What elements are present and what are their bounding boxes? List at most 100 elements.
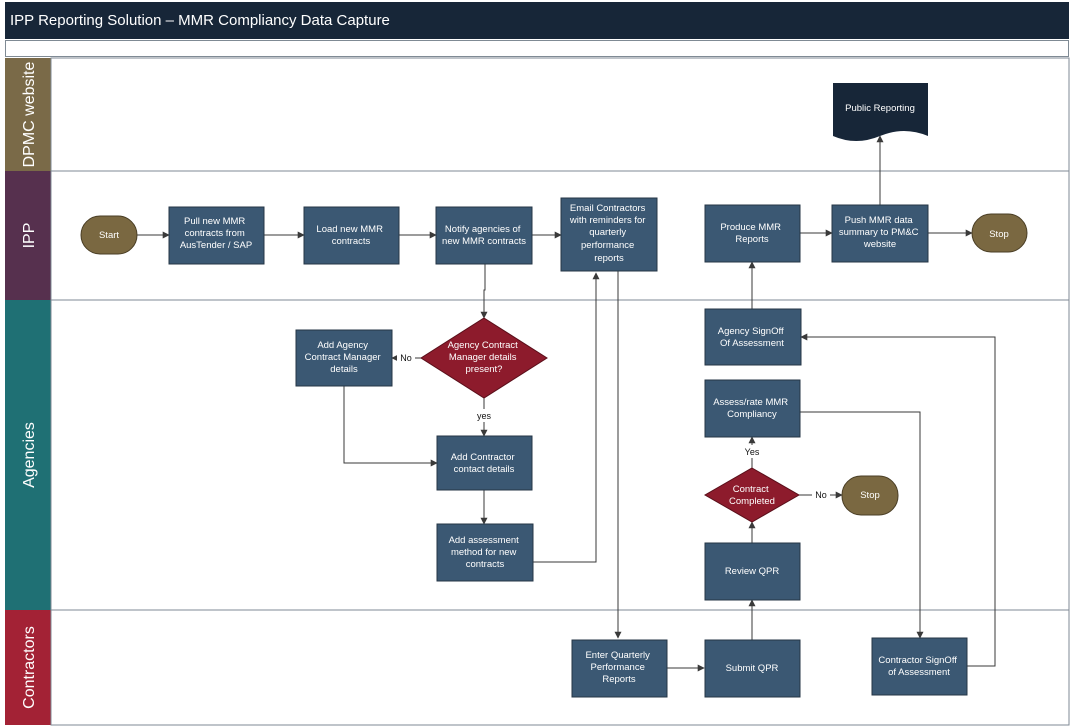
push-label-line: summary to PM&C (839, 227, 919, 238)
assess-process (704, 379, 801, 438)
manager-decision-label-line: Agency Contract (448, 340, 519, 351)
manager-decision-label: Agency Contract Manager details present? (448, 340, 521, 375)
pull-label-line: contracts from (185, 228, 245, 239)
node-labels: Start Pull new MMR contracts from AusTen… (99, 103, 1009, 685)
lane-label-dpmc: DPMC website (21, 62, 38, 168)
add-contractor-label-line: contact details (454, 464, 515, 475)
lane-body-agencies (50, 299, 1070, 611)
add-contractor-label: Add Contractor contact details (451, 452, 518, 475)
produce-label: Produce MMR Reports (720, 222, 783, 245)
add-manager-process (295, 329, 393, 387)
produce-label-line: Produce MMR (720, 222, 781, 233)
stop-agencies-label: Stop (860, 490, 880, 501)
notify-label-line: Notify agencies of (445, 224, 521, 235)
start-label: Start (99, 230, 119, 241)
add-manager-label-line: Add Agency (317, 340, 368, 351)
yes-completed-label-bg (742, 445, 762, 458)
add-assessment-process (436, 523, 534, 582)
agency-signoff-label-line: Of Assessment (720, 338, 784, 349)
lane-contractors: Contractors (5, 609, 1070, 726)
email-label-line: Email Contractors (570, 203, 646, 214)
assess-label-line: Compliancy (727, 409, 777, 420)
completed-decision-label-line: Contract (733, 484, 769, 495)
agency-signoff-label-line: Agency SignOff (718, 326, 784, 337)
manager-decision-label-line: Manager details (449, 352, 517, 363)
stop-ipp-terminator (971, 213, 1028, 253)
lane-header-ipp (5, 171, 51, 300)
stop-agencies-label-line: Stop (860, 490, 880, 501)
stop-ipp-label-line: Stop (989, 229, 1009, 240)
load-label-line: Load new MMR (316, 224, 383, 235)
connector-contractor-signoff-to-agency-signoff (800, 333, 996, 667)
add-assessment-label-line: Add assessment (449, 535, 520, 546)
stop-agencies-terminator (841, 475, 899, 516)
title-bar: IPP Reporting Solution – MMR Compliancy … (5, 2, 1069, 39)
notify-label-line: new MMR contracts (442, 236, 526, 247)
submit-label: Submit QPR (726, 663, 779, 674)
enter-label-line: Reports (602, 674, 636, 685)
flow-label-no-completed: No (815, 490, 827, 500)
enter-label: Enter Quarterly Performance Reports (585, 650, 652, 685)
pull-label-line: Pull new MMR (184, 216, 245, 227)
add-assessment-label-line: method for new (451, 547, 517, 558)
yes-label-bg (474, 409, 494, 422)
no-label-bg (397, 351, 415, 364)
agency-signoff-label: Agency SignOff Of Assessment (718, 326, 786, 349)
add-manager-label-line: Contract Manager (305, 352, 381, 363)
pull-label-line: AusTender / SAP (180, 240, 252, 251)
enter-label-line: Enter Quarterly (585, 650, 650, 661)
email-label-line: quarterly (589, 227, 626, 238)
pull-label: Pull new MMR contracts from AusTender / … (180, 216, 252, 251)
title-sub-bar (5, 40, 1069, 57)
email-label-line: reports (594, 253, 624, 264)
lane-header-contractors (5, 610, 51, 725)
email-process (560, 197, 658, 272)
enter-process (571, 639, 668, 698)
public-reporting-label-line: Public Reporting (845, 103, 915, 114)
add-assessment-label: Add assessment method for new contracts (449, 535, 522, 570)
load-label-line: contracts (332, 236, 371, 247)
contractor-signoff-process (871, 637, 968, 696)
start-terminator (80, 215, 138, 255)
load-label: Load new MMR contracts (316, 224, 385, 247)
manager-decision-label-line: present? (466, 364, 503, 375)
connectors (137, 135, 996, 672)
review-label: Review QPR (725, 566, 780, 577)
add-assessment-label-line: contracts (466, 559, 505, 570)
connector-add-manager-to-add-contractor (343, 386, 438, 467)
connector-notify-to-decision (480, 264, 488, 319)
add-manager-label: Add Agency Contract Manager details (305, 340, 384, 375)
lane-agencies: Agencies (5, 299, 1070, 611)
contractor-signoff-label-line: Contractor SignOff (878, 655, 957, 666)
push-label: Push MMR data summary to PM&C website (839, 215, 921, 250)
node-shapes (80, 83, 1028, 698)
assess-label: Assess/rate MMR Compliancy (713, 397, 791, 420)
completed-decision-diamond (703, 467, 801, 523)
start-label-line: Start (99, 230, 119, 241)
lane-label-contractors: Contractors (21, 626, 38, 709)
public-reporting-label: Public Reporting (845, 103, 915, 114)
push-label-line: website (863, 239, 896, 250)
notify-label: Notify agencies of new MMR contracts (442, 224, 526, 247)
pull-process (168, 206, 265, 265)
add-contractor-process (436, 435, 533, 491)
add-manager-label-line: details (330, 364, 358, 375)
review-label-line: Review QPR (725, 566, 780, 577)
lane-label-ipp: IPP (21, 223, 38, 249)
flow-label-yes-completed: Yes (745, 447, 760, 457)
enter-label-line: Performance (590, 662, 644, 673)
submit-process (704, 639, 801, 698)
submit-label-line: Submit QPR (726, 663, 779, 674)
review-process (704, 542, 801, 601)
stop-ipp-label: Stop (989, 229, 1009, 240)
no-completed-label-bg (812, 488, 830, 501)
contractor-signoff-label: Contractor SignOff of Assessment (878, 655, 959, 678)
completed-decision-label: Contract Completed (729, 484, 775, 507)
contractor-signoff-label-line: of Assessment (888, 667, 950, 678)
notify-process (435, 206, 533, 265)
email-label-line: performance (581, 240, 634, 251)
email-label-line: with reminders for (569, 215, 646, 226)
page-title: IPP Reporting Solution – MMR Compliancy … (10, 12, 390, 29)
add-contractor-label-line: Add Contractor (451, 452, 515, 463)
